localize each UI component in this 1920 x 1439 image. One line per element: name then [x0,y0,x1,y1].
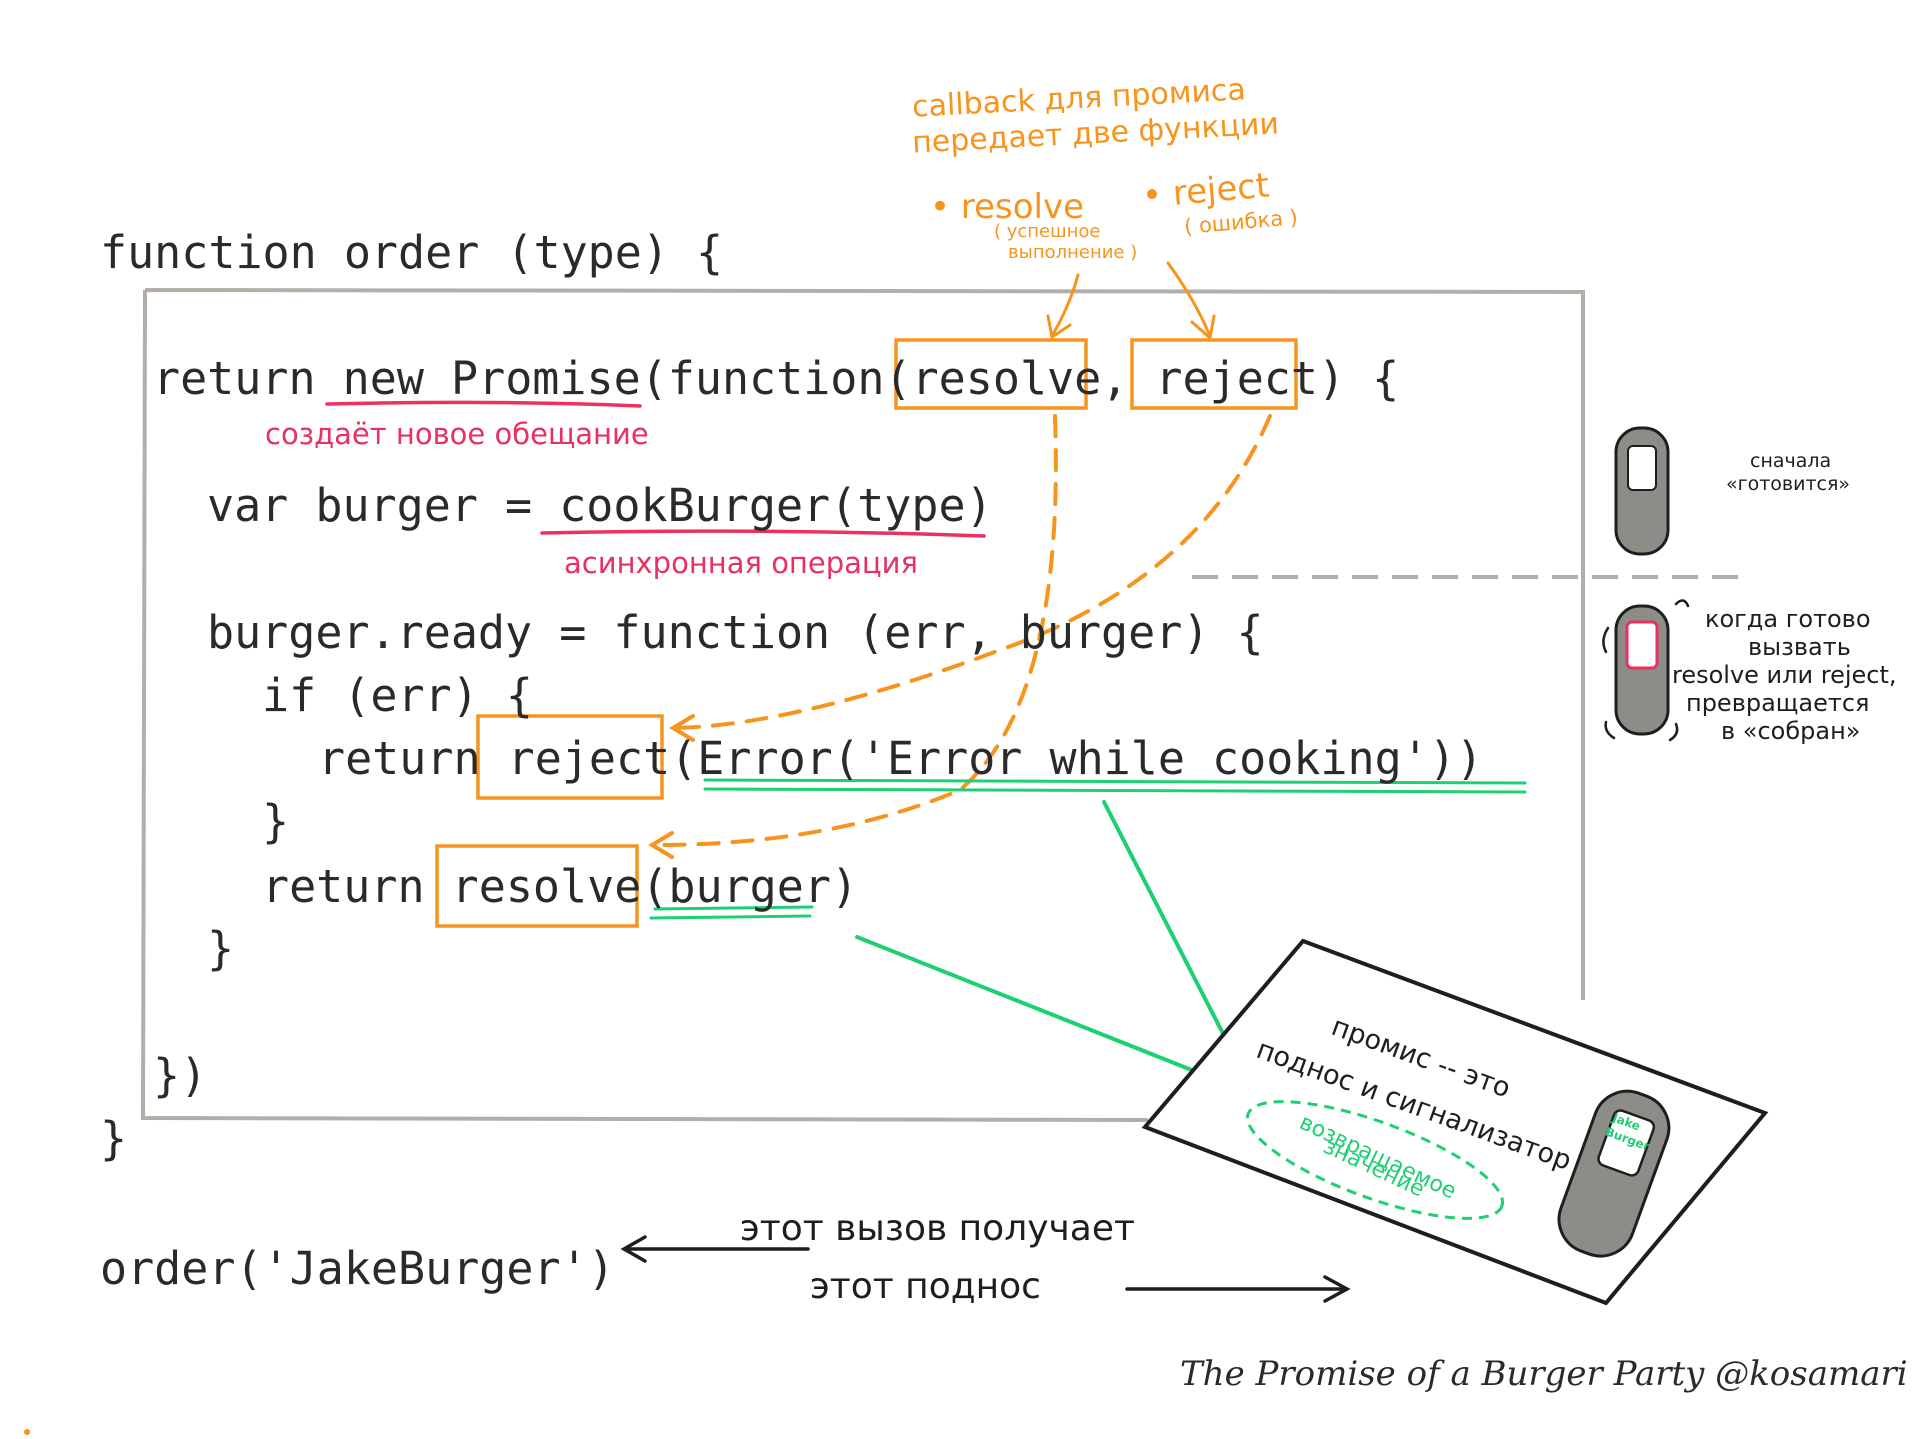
reject-flow-arrowhead [669,714,695,742]
resolve-sublabel-1: ( успешное [994,221,1101,242]
buzzer-waiting [1614,426,1670,556]
error-value-underline-1 [703,778,1527,785]
code-line-return-resolve: return resolve(burger) [262,860,859,913]
ready-state-line-1: когда готово [1705,605,1871,633]
code-line-close-if: } [262,795,290,848]
error-value-underline-2 [703,787,1527,794]
reject-label-arrow [1166,261,1212,338]
resolve-label-arrowhead [1046,314,1072,340]
credit-caption: The Promise of a Burger Party @kosamari [1180,1354,1908,1394]
reject-flow-arrow [673,414,1272,730]
code-line-var-burger: var burger = cookBurger(type) [207,479,993,532]
burger-value-underline-2 [649,914,812,920]
buzzer-ringing [1602,599,1690,742]
new-promise-underline [325,400,642,408]
code-line-return-promise: return new Promise(function(resolve, rej… [153,352,1400,405]
resolve-sublabel-2: выполнение ) [1008,242,1138,263]
code-line-return-reject: return reject(Error('Error while cooking… [318,732,1483,785]
code-line-order-call: order('JakeBurger') [100,1242,615,1295]
cookburger-underline [540,529,986,538]
code-line-close-ready: } [207,922,235,975]
resolve-call-box [435,844,639,928]
code-line-close-promise: }) [153,1049,208,1102]
right-arrowhead [1323,1275,1351,1303]
burger-value-underline-1 [653,905,814,911]
async-operation-note: асинхронная операция [564,546,918,580]
new-promise-note: создаёт новое обещание [265,417,649,451]
resolve-label: • resolve [930,187,1085,227]
resolve-flow-arrow [653,414,1058,847]
ready-state-line-2: вызвать [1748,633,1851,661]
call-gets-note: этот вызов получает [740,1208,1135,1249]
waiting-state-line-1: сначала [1750,450,1832,472]
reject-call-box [476,714,664,800]
ready-state-line-4: превращается [1686,689,1870,717]
this-tray-note: этот поднос [810,1266,1041,1307]
resolve-param-box [894,338,1088,410]
code-line-if-err: if (err) { [262,669,533,722]
code-line-function-order: function order (type) { [100,226,724,279]
code-line-burger-ready: burger.ready = function (err, burger) { [207,606,1264,659]
reject-param-box [1130,338,1298,410]
left-arrowhead [620,1235,647,1263]
waiting-state-line-2: «готовится» [1726,473,1851,495]
ready-state-line-3: resolve или reject, [1672,661,1897,689]
stray-dot [24,1429,30,1435]
return-value-ellipse [1245,1100,1505,1220]
tray-buzzer [1557,1089,1671,1258]
code-line-close-function: } [100,1112,128,1165]
burger-to-tray-arrow [855,935,1254,1096]
reject-label-arrowhead [1190,314,1216,341]
promise-body-box [140,288,1585,1122]
resolve-label-arrow [1050,273,1080,338]
resolve-flow-arrowhead [648,831,674,859]
ready-state-line-5: в «собран» [1721,717,1861,745]
